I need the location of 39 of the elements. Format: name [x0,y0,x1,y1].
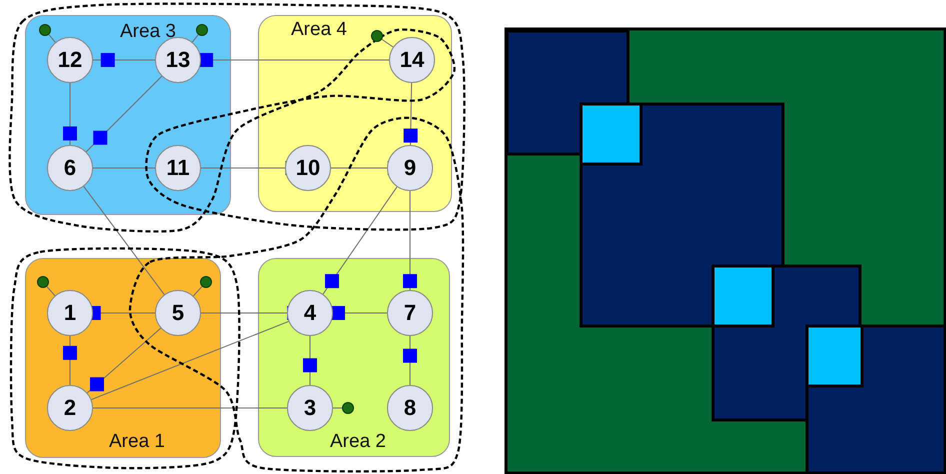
connector-line [322,186,398,295]
bus-node: 4 [287,290,333,336]
bus-node: 3 [287,385,333,431]
bus-node: 7 [387,290,433,336]
bus-node: 13 [155,37,201,83]
connector-line [83,186,165,296]
terminal-dot [39,24,51,36]
bus-node: 2 [47,385,93,431]
area-panel [25,258,221,458]
bus-node: 14 [389,37,435,83]
area-label: Area 1 [108,431,166,453]
bus-node: 1 [47,290,93,336]
connector-line [48,34,56,43]
bus-node: 8 [387,385,433,431]
bus-node: 12 [47,37,93,83]
bus-node: 10 [285,145,331,191]
bus-node: 5 [155,290,201,336]
area-panel [258,15,452,212]
connector-line [86,328,162,394]
connector-line [46,286,56,296]
bus-node: 11 [155,145,201,191]
connector-line [410,82,412,146]
connector-line [381,38,394,48]
connector-line [86,76,162,152]
connector-line [192,34,199,43]
area-panel [258,258,450,457]
area-label: Area 4 [290,19,348,41]
area-label: Area 2 [329,431,387,453]
area-panel [25,15,231,215]
connector-line [192,286,202,296]
bus-node: 9 [387,145,433,191]
terminal-dot [371,30,383,42]
terminal-dot [37,276,49,288]
terminal-dot [200,276,212,288]
terminal-dot [342,402,354,414]
bus-node: 6 [47,145,93,191]
connector-line [200,312,288,314]
connector-line [90,320,290,400]
terminal-dot [196,24,208,36]
